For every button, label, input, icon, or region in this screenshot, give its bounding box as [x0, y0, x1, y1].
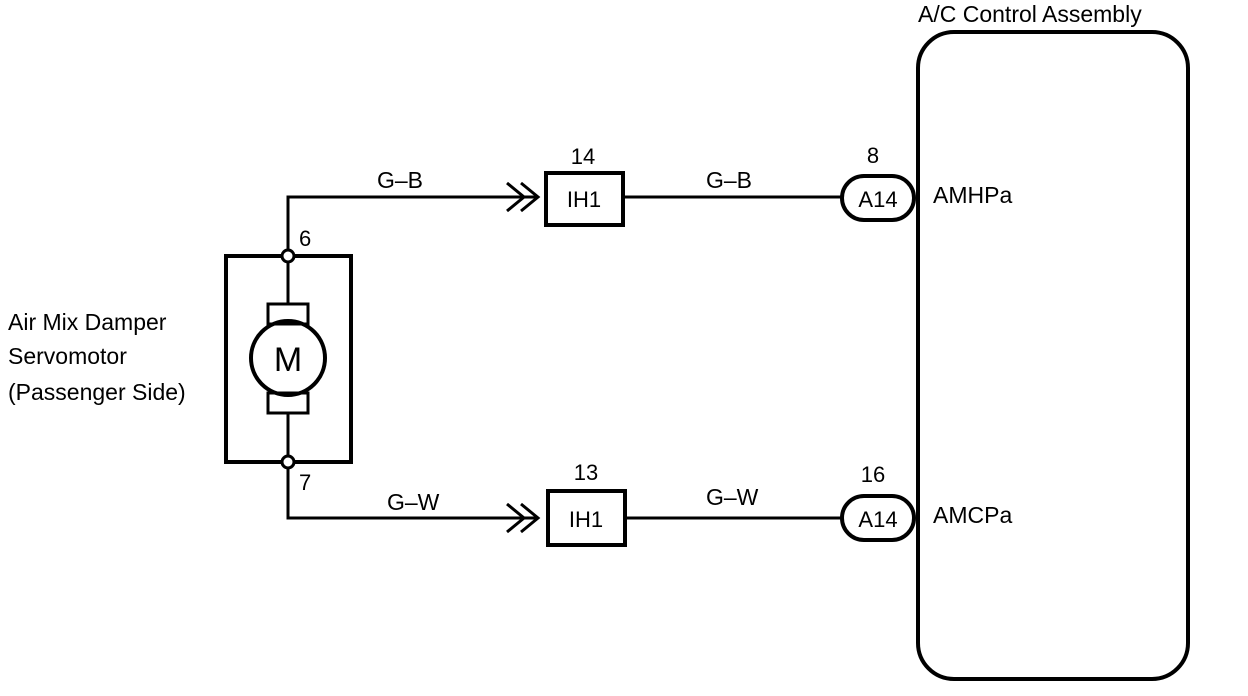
upper-connector-ih1 — [544, 171, 625, 227]
lower-ecu-pin: 16 — [861, 462, 885, 487]
control-assembly-title: A/C Control Assembly — [918, 1, 1142, 27]
upper-connector-label: IH1 — [567, 187, 601, 212]
lower-wire — [286, 468, 842, 534]
upper-ecu-connector-a14 — [840, 174, 916, 222]
component-name-line2: Servomotor — [8, 343, 127, 369]
lower-connector-label: IH1 — [569, 507, 603, 532]
upper-ecu-connector-label: A14 — [858, 187, 897, 212]
lower-ecu-connector-label: A14 — [858, 507, 897, 532]
pin-6-label: 6 — [299, 226, 311, 251]
upper-ecu-pin: 8 — [867, 143, 879, 168]
motor-icon — [249, 256, 327, 462]
lower-wire-left-color: G–W — [387, 489, 440, 515]
lower-ecu-connector-a14 — [840, 494, 916, 542]
component-name-line1: Air Mix Damper — [8, 309, 167, 335]
upper-wire — [286, 181, 842, 250]
lower-wire-right-color: G–W — [706, 484, 759, 510]
pin-7-node — [280, 454, 296, 470]
control-assembly-box — [916, 30, 1190, 681]
terminal-amhpa-label: AMHPa — [933, 182, 1012, 208]
terminal-amcpa-label: AMCPa — [933, 502, 1012, 528]
pin-6-node — [280, 248, 296, 264]
component-name-line3: (Passenger Side) — [8, 379, 186, 405]
pin-7-label: 7 — [299, 470, 311, 495]
motor-symbol: M — [274, 341, 302, 379]
lower-connector-ih1 — [546, 489, 627, 547]
upper-connector-pin: 14 — [571, 144, 595, 169]
lower-connector-pin: 13 — [574, 460, 598, 485]
upper-wire-right-color: G–B — [706, 167, 752, 193]
upper-wire-left-color: G–B — [377, 167, 423, 193]
